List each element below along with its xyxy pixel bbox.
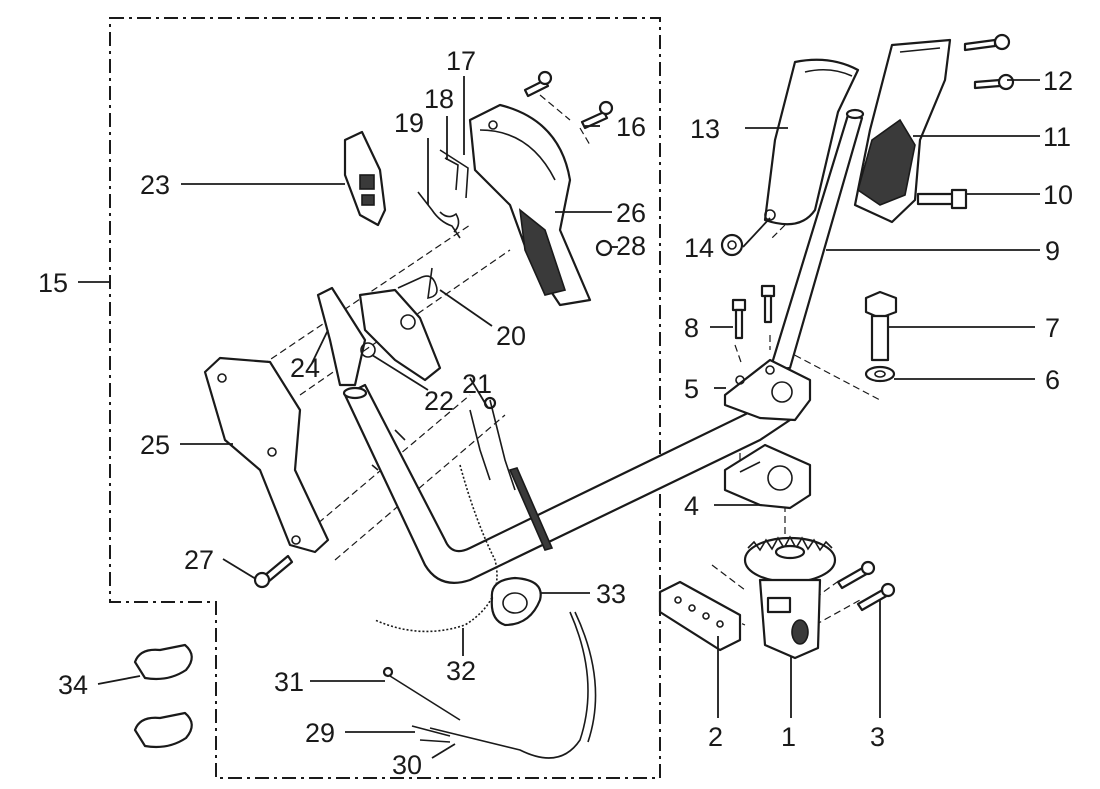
label-17: 17 — [446, 46, 476, 76]
label-30: 30 — [392, 750, 422, 780]
label-16: 16 — [616, 112, 646, 142]
label-20: 20 — [496, 321, 526, 351]
label-7: 7 — [1045, 313, 1060, 343]
label-21: 21 — [462, 369, 492, 399]
label-8: 8 — [684, 313, 699, 343]
label-10: 10 — [1043, 180, 1073, 210]
clamp-screws — [731, 284, 776, 340]
label-4: 4 — [684, 491, 699, 521]
label-34: 34 — [58, 670, 88, 700]
label-6: 6 — [1045, 365, 1060, 395]
label-5: 5 — [684, 374, 699, 404]
label-18: 18 — [424, 84, 454, 114]
throttle-levers — [316, 286, 497, 410]
label-22: 22 — [424, 386, 454, 416]
label-29: 29 — [305, 718, 335, 748]
label-19: 19 — [394, 108, 424, 138]
callout-labels: 1 2 3 4 5 6 7 8 9 10 11 12 13 14 15 16 1… — [38, 46, 1073, 780]
label-1: 1 — [781, 722, 796, 752]
label-26: 26 — [616, 198, 646, 228]
throttle-housing — [468, 103, 592, 307]
mount-screws — [836, 560, 896, 612]
cover-screw — [253, 554, 294, 589]
leader-lines — [78, 76, 1040, 759]
lower-clamp — [723, 443, 812, 510]
wiring — [133, 399, 597, 759]
label-13: 13 — [690, 114, 720, 144]
label-28: 28 — [616, 231, 646, 261]
mount-bracket — [743, 535, 837, 660]
label-9: 9 — [1045, 236, 1060, 266]
springs — [397, 70, 614, 299]
upper-clamp — [723, 358, 812, 422]
label-2: 2 — [708, 722, 723, 752]
label-32: 32 — [446, 656, 476, 686]
label-27: 27 — [184, 545, 214, 575]
label-3: 3 — [870, 722, 885, 752]
label-15: 15 — [38, 268, 68, 298]
label-23: 23 — [140, 170, 170, 200]
label-25: 25 — [140, 430, 170, 460]
label-12: 12 — [1043, 66, 1073, 96]
label-33: 33 — [596, 579, 626, 609]
label-14: 14 — [684, 233, 714, 263]
label-24: 24 — [290, 353, 320, 383]
handle-cover — [203, 356, 330, 554]
label-31: 31 — [274, 667, 304, 697]
toothed-plate — [658, 580, 742, 652]
label-11: 11 — [1043, 122, 1071, 152]
stop-switch — [343, 130, 387, 227]
grip-handle — [720, 33, 1015, 257]
bolt-and-washer — [864, 290, 898, 383]
group-boundary — [109, 17, 661, 779]
